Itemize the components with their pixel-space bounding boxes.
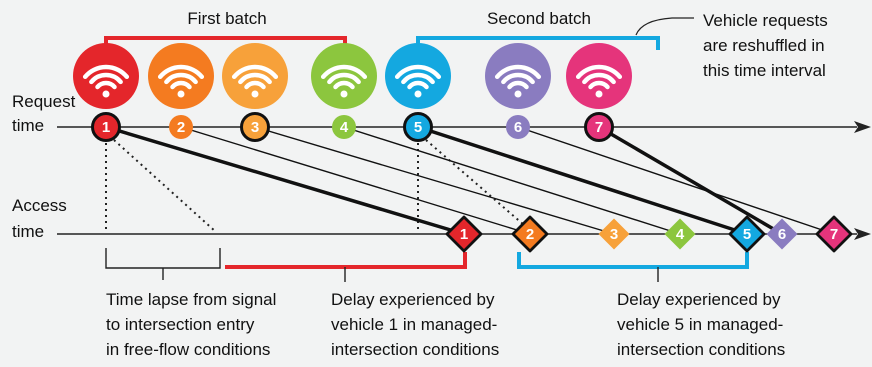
first-batch-bracket [104, 36, 347, 50]
access-marker-4 [664, 218, 696, 250]
request-marker-label-7: 7 [595, 119, 603, 136]
delay-vehicle-5-bracket [517, 252, 749, 282]
second-batch-label: Second batch [487, 9, 591, 28]
request-time-label-1: Request [12, 92, 76, 111]
request-markers: 1 2 3 4 5 6 7 [73, 43, 632, 142]
request-marker-3 [240, 112, 270, 142]
wifi-signal-icon [148, 43, 214, 109]
first-batch-label: First batch [187, 9, 266, 28]
request-marker-4 [332, 115, 356, 139]
second-batch-bracket [416, 36, 660, 50]
reshuffle-leader-line [635, 17, 694, 36]
delay-vehicle-1-bracket [225, 252, 467, 282]
access-marker-5 [728, 215, 766, 253]
access-marker-label-6: 6 [778, 226, 786, 243]
access-marker-label-5: 5 [743, 226, 751, 243]
access-marker-3 [598, 218, 630, 250]
request-marker-6 [506, 115, 530, 139]
free-flow-bracket [105, 248, 221, 280]
wifi-signal-icon [385, 43, 451, 109]
wifi-signal-icon [566, 43, 632, 109]
free-flow-note-line-3: in free-flow conditions [106, 340, 270, 359]
free-flow-note-line-1: Time lapse from signal [106, 290, 276, 309]
delay-v1-note-line-1: Delay experienced by [331, 290, 495, 309]
reshuffle-note-line-1: Vehicle requests [703, 11, 828, 30]
request-marker-7 [584, 112, 614, 142]
request-marker-label-6: 6 [514, 119, 522, 136]
access-time-label-2: time [12, 222, 44, 241]
request-access-connectors [105, 125, 835, 236]
delay-v1-note-line-3: intersection conditions [331, 340, 499, 359]
delay-v5-note-line-2: vehicle 5 in managed- [617, 315, 783, 334]
access-time-label-1: Access [12, 196, 67, 215]
access-marker-label-4: 4 [676, 226, 685, 243]
request-marker-label-5: 5 [414, 119, 422, 136]
access-marker-6 [766, 218, 798, 250]
access-marker-2 [511, 215, 549, 253]
delay-v5-note-line-1: Delay experienced by [617, 290, 781, 309]
wifi-signal-icon [485, 43, 551, 109]
access-marker-label-3: 3 [610, 226, 618, 243]
request-marker-label-2: 2 [177, 119, 185, 136]
access-marker-1 [445, 215, 483, 253]
access-marker-label-7: 7 [830, 226, 838, 243]
request-time-label-2: time [12, 116, 44, 135]
free-flow-note-line-2: to intersection entry [106, 315, 255, 334]
request-marker-label-4: 4 [340, 119, 349, 136]
request-marker-2 [169, 115, 193, 139]
request-marker-label-3: 3 [251, 119, 259, 136]
access-markers: 1 2 3 4 5 6 7 [445, 215, 853, 253]
request-marker-label-1: 1 [102, 119, 110, 136]
access-marker-7 [815, 215, 853, 253]
free-flow-guides [105, 139, 525, 233]
wifi-signal-icon [311, 43, 377, 109]
access-marker-label-1: 1 [460, 226, 468, 243]
request-marker-1 [91, 112, 121, 142]
wifi-signal-icon [73, 43, 139, 109]
access-marker-label-2: 2 [526, 226, 534, 243]
request-marker-5 [403, 112, 433, 142]
wifi-signal-icon [222, 43, 288, 109]
delay-v5-note-line-3: intersection conditions [617, 340, 785, 359]
reshuffle-note-line-3: this time interval [703, 61, 826, 80]
delay-v1-note-line-2: vehicle 1 in managed- [331, 315, 497, 334]
reshuffle-note-line-2: are reshuffled in [703, 36, 825, 55]
